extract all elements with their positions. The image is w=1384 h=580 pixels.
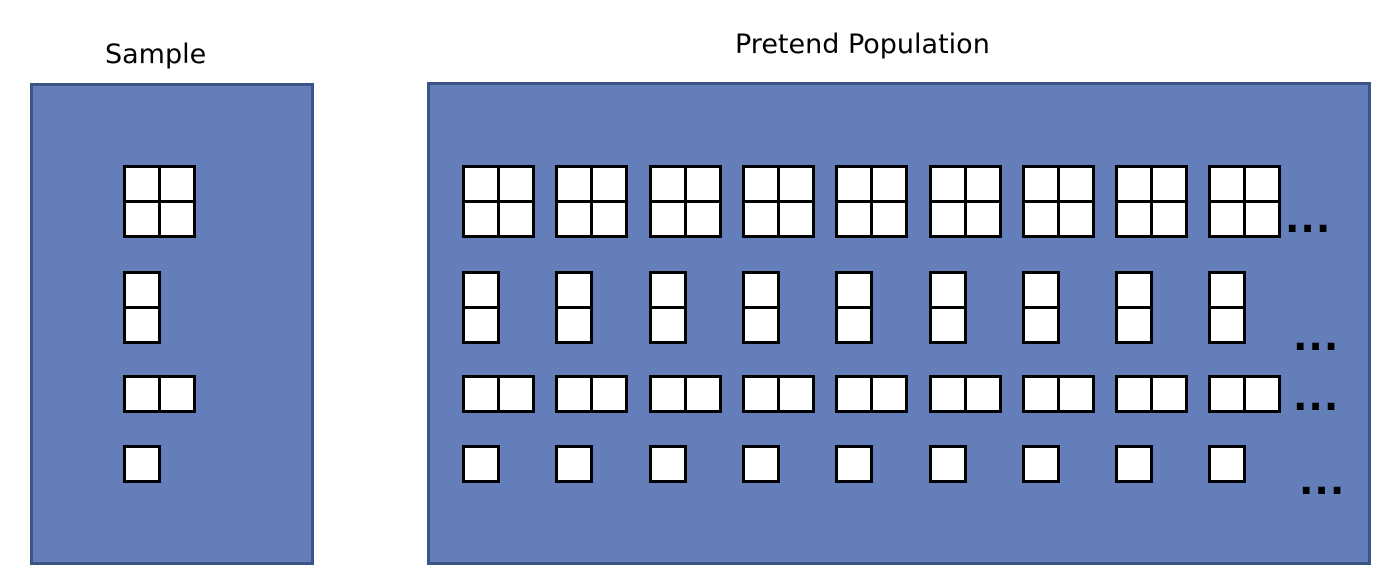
- grid-1x2-unit: [649, 271, 687, 344]
- grid-line: [652, 306, 684, 309]
- grid-1x2-unit: [835, 271, 873, 344]
- grid-line: [558, 306, 590, 309]
- grid-1x1-unit: [462, 445, 500, 483]
- grid-line: [838, 306, 870, 309]
- grid-line: [558, 200, 625, 203]
- grid-2x2-unit: [742, 165, 815, 238]
- grid-line: [745, 306, 777, 309]
- grid-1x1-unit: [1208, 445, 1246, 483]
- grid-1x1-unit: [555, 445, 593, 483]
- grid-1x1-unit: [1022, 445, 1060, 483]
- grid-line: [932, 200, 999, 203]
- grid-line: [838, 200, 905, 203]
- grid-2x1-unit: [123, 375, 196, 413]
- grid-line: [497, 378, 500, 410]
- grid-2x1-unit: [1115, 375, 1188, 413]
- grid-2x1-unit: [555, 375, 628, 413]
- grid-2x2-unit: [1115, 165, 1188, 238]
- grid-line: [1211, 200, 1278, 203]
- grid-line: [745, 200, 812, 203]
- grid-2x1-unit: [1022, 375, 1095, 413]
- grid-line: [1025, 200, 1092, 203]
- grid-1x2-unit: [555, 271, 593, 344]
- population-title: Pretend Population: [735, 29, 990, 60]
- grid-line: [870, 378, 873, 410]
- grid-line: [158, 378, 161, 410]
- continuation-dots: ...: [1299, 459, 1346, 503]
- grid-1x1-unit: [835, 445, 873, 483]
- grid-2x1-unit: [1208, 375, 1281, 413]
- grid-line: [126, 200, 193, 203]
- grid-line: [465, 306, 497, 309]
- continuation-dots: ...: [1285, 197, 1332, 241]
- grid-2x1-unit: [929, 375, 1002, 413]
- grid-line: [1057, 378, 1060, 410]
- grid-2x2-unit: [555, 165, 628, 238]
- grid-2x1-unit: [462, 375, 535, 413]
- grid-line: [777, 378, 780, 410]
- grid-line: [684, 378, 687, 410]
- grid-2x2-unit: [835, 165, 908, 238]
- grid-1x2-unit: [123, 271, 161, 344]
- continuation-dots: ...: [1293, 375, 1340, 419]
- grid-line: [126, 306, 158, 309]
- grid-2x1-unit: [835, 375, 908, 413]
- grid-2x2-unit: [1208, 165, 1281, 238]
- grid-2x2-unit: [462, 165, 535, 238]
- grid-line: [1243, 378, 1246, 410]
- grid-line: [465, 200, 532, 203]
- grid-2x2-unit: [929, 165, 1002, 238]
- grid-1x2-unit: [1022, 271, 1060, 344]
- grid-1x1-unit: [929, 445, 967, 483]
- grid-1x2-unit: [1208, 271, 1246, 344]
- grid-1x2-unit: [929, 271, 967, 344]
- grid-line: [1025, 306, 1057, 309]
- grid-line: [1118, 200, 1185, 203]
- continuation-dots: ...: [1293, 315, 1340, 359]
- grid-1x1-unit: [649, 445, 687, 483]
- sample-title: Sample: [105, 39, 207, 70]
- grid-2x2-unit: [1022, 165, 1095, 238]
- grid-2x2-unit: [649, 165, 722, 238]
- grid-line: [932, 306, 964, 309]
- grid-2x2-unit: [123, 165, 196, 238]
- grid-line: [652, 200, 719, 203]
- grid-line: [964, 378, 967, 410]
- grid-1x1-unit: [1115, 445, 1153, 483]
- grid-1x2-unit: [742, 271, 780, 344]
- sample-panel: [30, 83, 314, 565]
- grid-2x1-unit: [742, 375, 815, 413]
- grid-line: [1211, 306, 1243, 309]
- grid-line: [1118, 306, 1150, 309]
- grid-1x2-unit: [462, 271, 500, 344]
- grid-1x1-unit: [742, 445, 780, 483]
- grid-line: [590, 378, 593, 410]
- grid-1x1-unit: [123, 445, 161, 483]
- grid-line: [1150, 378, 1153, 410]
- grid-1x2-unit: [1115, 271, 1153, 344]
- grid-2x1-unit: [649, 375, 722, 413]
